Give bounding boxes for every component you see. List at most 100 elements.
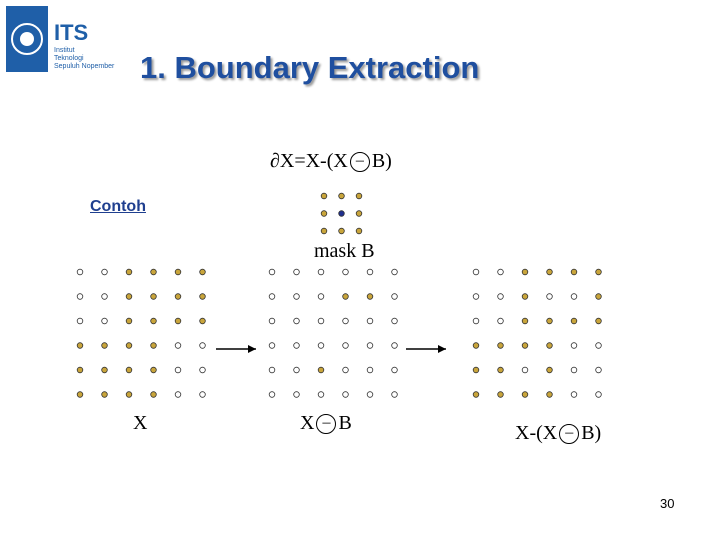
boundary-foreground-point: [472, 391, 480, 398]
eroded-background-point: [342, 366, 349, 374]
x-background-point: [174, 342, 182, 349]
eroded-background-point: [366, 268, 374, 276]
eroded-background-point: [268, 342, 276, 349]
boundary-foreground-point: [521, 293, 529, 300]
slide-title: 1. Boundary Extraction: [140, 50, 480, 85]
mask-foreground-point: [320, 227, 328, 235]
x-foreground-point: [199, 317, 206, 325]
logo-subtext-3: Sepuluh Nopember: [54, 63, 115, 70]
x-foreground-point: [76, 391, 84, 398]
boundary-background-point: [472, 293, 480, 300]
eroded-background-point: [366, 391, 374, 398]
boundary-foreground-point: [546, 342, 553, 349]
boundary-foreground-point: [595, 317, 602, 325]
x-foreground-point: [125, 366, 133, 374]
boundary-background-point: [595, 342, 602, 349]
boundary-foreground-point: [546, 391, 553, 398]
boundary-foreground-point: [497, 366, 504, 374]
mask-foreground-point: [355, 192, 363, 200]
boundary-foreground-point: [521, 268, 529, 276]
eroded-background-point: [342, 391, 349, 398]
boundary-foreground-point: [546, 366, 553, 374]
eroded-background-point: [391, 342, 398, 349]
x-foreground-point: [125, 391, 133, 398]
eroded-background-point: [317, 293, 325, 300]
mask-foreground-point: [355, 210, 363, 217]
eroded-background-point: [268, 317, 276, 325]
boundary-background-point: [521, 366, 529, 374]
eroded-foreground-point: [342, 293, 349, 300]
boundary-background-point: [497, 268, 504, 276]
x-background-point: [101, 268, 108, 276]
label-eroded-right: B: [338, 412, 352, 434]
x-foreground-point: [125, 293, 133, 300]
eroded-background-point: [293, 317, 300, 325]
x-foreground-point: [150, 293, 157, 300]
x-foreground-point: [125, 317, 133, 325]
boundary-background-point: [570, 342, 578, 349]
logo-subtext-2: Teknologi: [54, 55, 84, 62]
eroded-background-point: [293, 342, 300, 349]
grid-x-eroded: [268, 268, 398, 398]
boundary-formula: ∂X=X-(X–B): [270, 150, 392, 173]
mask-foreground-point: [320, 192, 328, 200]
boundary-foreground-point: [521, 317, 529, 325]
boundary-background-point: [595, 391, 602, 398]
x-background-point: [76, 293, 84, 300]
x-background-point: [101, 317, 108, 325]
label-x: X: [133, 412, 148, 434]
boundary-foreground-point: [472, 342, 480, 349]
boundary-background-point: [472, 317, 480, 325]
label-boundary-right: B): [581, 422, 602, 444]
boundary-background-point: [570, 366, 578, 374]
arrow-head-1: [248, 345, 256, 353]
x-foreground-point: [150, 391, 157, 398]
boundary-foreground-point: [595, 293, 602, 300]
label-eroded: X–B: [300, 412, 352, 435]
eroded-background-point: [391, 391, 398, 398]
logo-text: ITS: [54, 20, 88, 45]
eroded-background-point: [293, 391, 300, 398]
boundary-background-point: [570, 391, 578, 398]
eroded-foreground-point: [317, 366, 325, 374]
x-foreground-point: [125, 342, 133, 349]
eroded-background-point: [366, 317, 374, 325]
logo-subtext-1: Institut: [54, 47, 75, 54]
eroded-background-point: [342, 317, 349, 325]
boundary-foreground-point: [497, 391, 504, 398]
x-foreground-point: [150, 268, 157, 276]
erosion-operator-icon: –: [349, 152, 370, 173]
eroded-background-point: [366, 366, 374, 374]
boundary-foreground-point: [497, 342, 504, 349]
x-foreground-point: [101, 366, 108, 374]
boundary-foreground-point: [472, 366, 480, 374]
erosion-operator-icon: –: [559, 424, 580, 445]
eroded-background-point: [293, 366, 300, 374]
x-background-point: [199, 342, 206, 349]
mask-b-grid: [320, 192, 363, 235]
eroded-background-point: [342, 342, 349, 349]
boundary-foreground-point: [570, 317, 578, 325]
eroded-background-point: [391, 317, 398, 325]
arrows: [216, 345, 446, 353]
x-foreground-point: [174, 293, 182, 300]
mask-foreground-point: [355, 227, 363, 235]
label-boundary: X-(X–B): [515, 422, 601, 445]
x-background-point: [76, 268, 84, 276]
boundary-foreground-point: [546, 268, 553, 276]
eroded-background-point: [391, 293, 398, 300]
x-background-point: [101, 293, 108, 300]
eroded-background-point: [268, 366, 276, 374]
formula-left: ∂X=X-(X: [270, 150, 348, 172]
x-background-point: [174, 366, 182, 374]
eroded-background-point: [317, 342, 325, 349]
x-background-point: [174, 391, 182, 398]
boundary-foreground-point: [521, 342, 529, 349]
eroded-background-point: [268, 268, 276, 276]
eroded-background-point: [391, 268, 398, 276]
contoh-link[interactable]: Contoh: [90, 198, 146, 215]
x-foreground-point: [150, 342, 157, 349]
eroded-background-point: [317, 317, 325, 325]
mask-origin-point: [338, 210, 345, 217]
eroded-background-point: [293, 293, 300, 300]
